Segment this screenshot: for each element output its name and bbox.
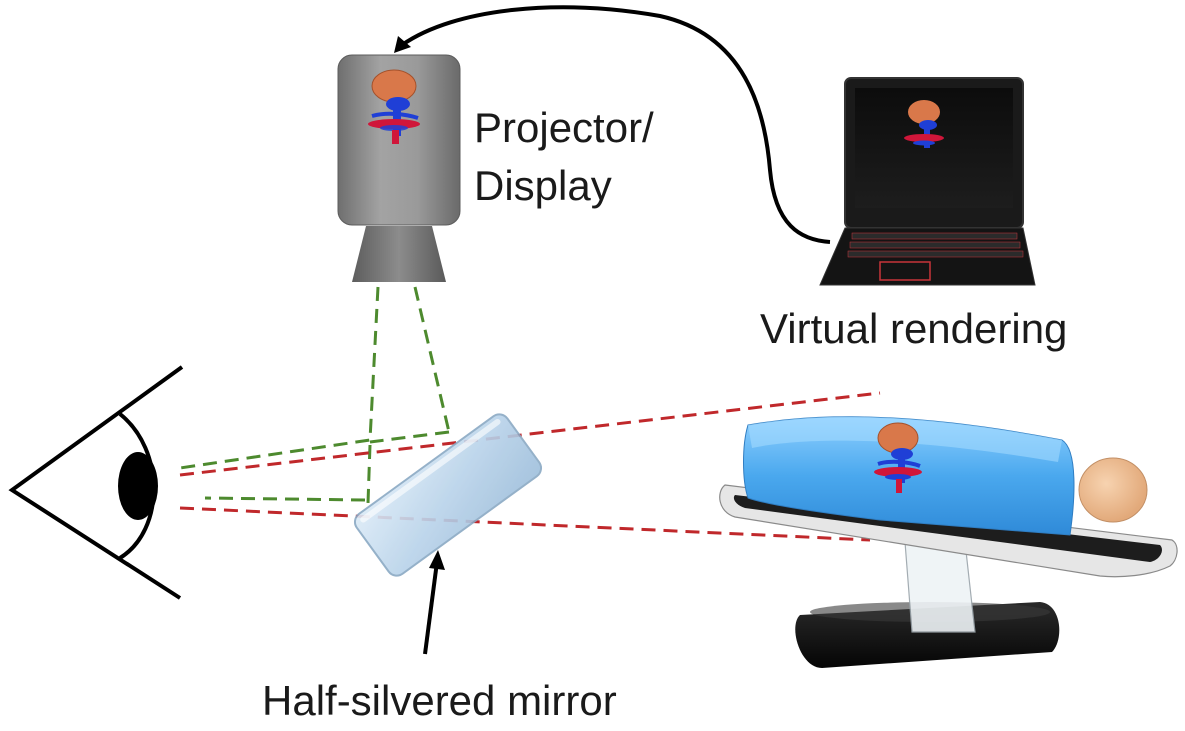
cable-line xyxy=(400,5,831,244)
organ-model-icon xyxy=(874,422,922,493)
projector-label-line2: Display xyxy=(474,162,612,209)
projector-icon xyxy=(337,54,461,282)
patient-table-icon xyxy=(719,416,1178,668)
mirror-label: Half-silvered mirror xyxy=(262,677,617,724)
laptop-label: Virtual rendering xyxy=(760,305,1067,352)
eye-icon xyxy=(8,365,184,600)
organ-model-icon xyxy=(368,69,420,144)
red-sight-lines xyxy=(179,391,881,542)
mirror-pointer-arrow xyxy=(423,561,439,655)
mirror-icon xyxy=(353,413,543,577)
green-light-path xyxy=(179,286,451,504)
mirror-pointer-arrowhead xyxy=(429,550,445,570)
projector-label-line1: Projector/ xyxy=(474,104,654,151)
patient-head xyxy=(1078,457,1148,523)
cable-arrowhead xyxy=(394,36,411,53)
laptop-icon xyxy=(819,77,1036,286)
organ-model-icon xyxy=(904,100,944,148)
